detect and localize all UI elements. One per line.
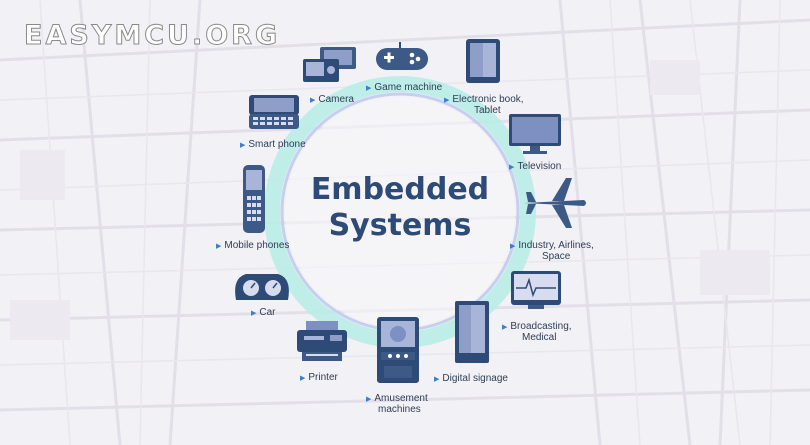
label-broadcasting-2: Medical [522, 332, 557, 343]
mobile-phone-icon [243, 165, 265, 233]
monitor-ecg-icon [511, 271, 561, 309]
label-smart-phone: ▶Smart phone [240, 139, 306, 150]
television-icon [509, 114, 561, 154]
center-title-line2: Systems [328, 208, 472, 243]
dashboard-icon [235, 274, 289, 300]
label-tablet: ▶Electronic book, [444, 94, 524, 105]
label-camera: ▶Camera [310, 94, 354, 105]
printer-icon [297, 321, 347, 361]
smartphone-icon [249, 95, 299, 129]
camera-icon [303, 47, 356, 82]
signage-icon [455, 301, 489, 363]
watermark-logo: EASYMCU.ORG [23, 20, 281, 52]
label-game-machine: ▶Game machine [366, 82, 443, 93]
label-industry: ▶Industry, Airlines, [510, 240, 594, 251]
label-tablet-2: Tablet [474, 105, 501, 116]
label-digital-signage: ▶Digital signage [434, 373, 508, 384]
label-printer: ▶Printer [300, 372, 338, 383]
label-mobile-phones: ▶Mobile phones [216, 240, 290, 251]
arcade-icon [377, 317, 419, 383]
label-car: ▶Car [251, 307, 276, 318]
label-industry-2: Space [542, 251, 571, 262]
airplane-icon [524, 178, 586, 228]
label-television: ▶Television [509, 161, 562, 172]
center-title: Embedded Systems [285, 172, 515, 244]
gamepad-icon [376, 42, 428, 70]
tablet-icon [466, 39, 500, 83]
label-amusement-2: machines [378, 404, 421, 415]
label-broadcasting: ▶Broadcasting, [502, 321, 572, 332]
label-amusement: ▶Amusement [366, 393, 428, 404]
center-title-line1: Embedded [310, 172, 490, 207]
